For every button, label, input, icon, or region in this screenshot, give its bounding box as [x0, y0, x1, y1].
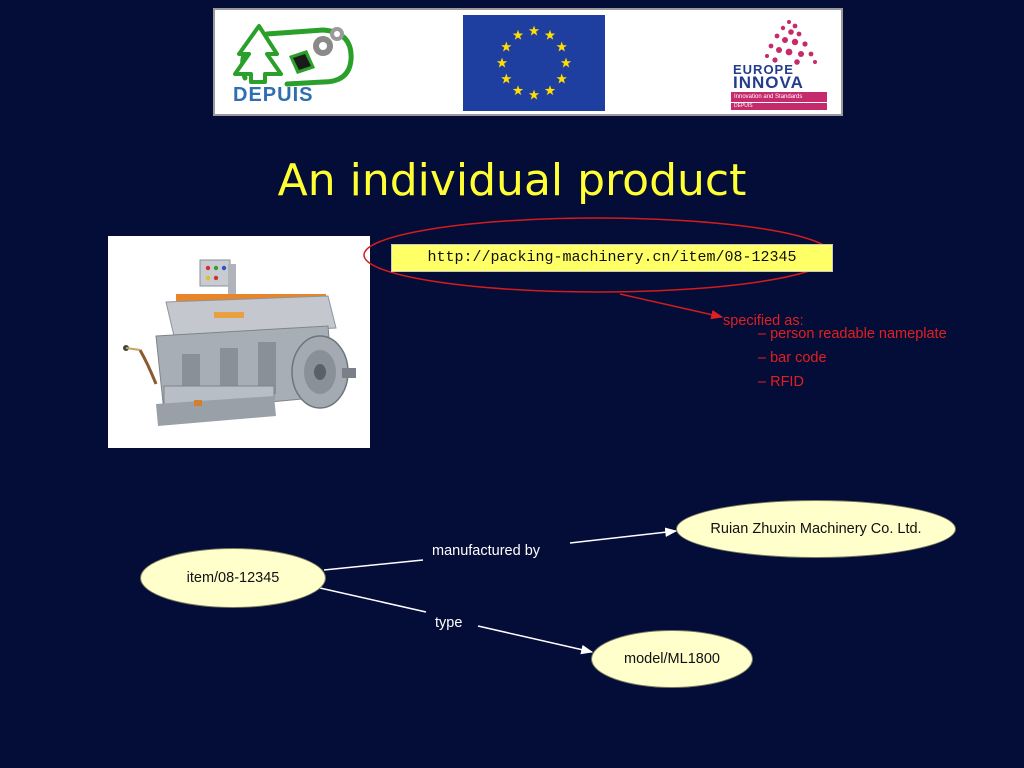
eu-star-icon [556, 73, 567, 84]
edge-line-type-a [319, 587, 427, 613]
eu-star-icon [501, 41, 512, 52]
edge-line-manufactured-by-a [323, 559, 424, 571]
depuis-logo [233, 24, 354, 87]
logo-strip: DEPUIS EUROPE INNOVA Innovation and Stan… [213, 8, 843, 116]
edge-arrow-manufactured-by [569, 527, 678, 544]
specified-as-arrow [619, 293, 724, 320]
graph-node-item: item/08-12345 [140, 548, 326, 608]
graph-node-model: model/ML1800 [591, 630, 753, 688]
page-title: An individual product [277, 155, 747, 206]
eu-star-icon [528, 89, 540, 100]
eu-star-icon [512, 29, 524, 40]
edge-label-manufactured-by: manufactured by [432, 543, 541, 559]
edge-label-type: type [435, 615, 463, 631]
spec-item-nameplate: – person readable nameplate [758, 326, 947, 342]
innova-logo-main-text: INNOVA [733, 73, 804, 92]
eu-star-icon [544, 85, 556, 96]
specified-as-label: specified as: [723, 313, 804, 329]
spec-item-rfid: – RFID [758, 374, 804, 390]
depuis-logo-text: DEPUIS [233, 84, 314, 106]
innova-logo-top-text: EUROPE [733, 62, 794, 77]
product-photo [108, 236, 370, 448]
edge-arrow-type [477, 625, 594, 655]
innova-logo-band-text: Innovation and Standards [731, 92, 827, 102]
europe-innova-logo [765, 20, 817, 65]
eu-star-icon [501, 73, 512, 84]
eu-star-icon [560, 57, 572, 68]
eu-star-icon [528, 25, 540, 36]
graph-node-manufacturer: Ruian Zhuxin Machinery Co. Ltd. [676, 500, 956, 558]
eu-star-icon [556, 41, 567, 52]
innova-logo-sub-text: DEPUIS [731, 103, 827, 110]
eu-star-icon [512, 85, 524, 96]
item-url-box: http://packing-machinery.cn/item/08-1234… [391, 244, 833, 272]
eu-star-icon [544, 29, 556, 40]
eu-flag-icon [463, 15, 605, 111]
spec-item-barcode: – bar code [758, 350, 827, 366]
eu-star-icon [496, 57, 508, 68]
